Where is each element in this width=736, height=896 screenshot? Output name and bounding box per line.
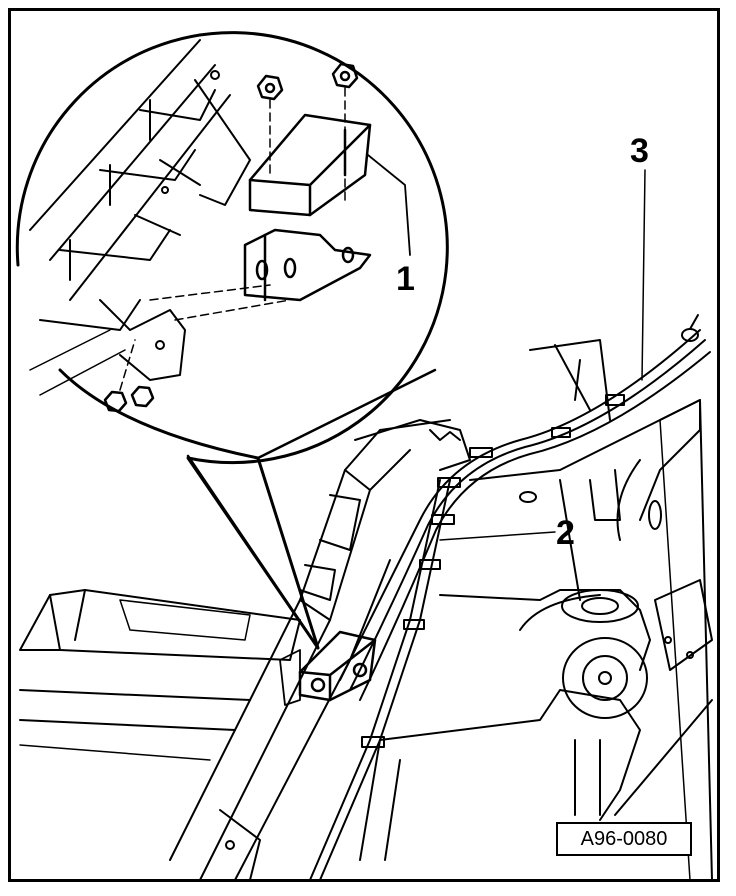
detail-magnifier <box>15 31 449 650</box>
control-unit-detail <box>103 62 411 413</box>
callout-1: 1 <box>396 260 415 298</box>
figure-reference-label: A96-0080 <box>556 822 692 856</box>
control-unit-main-view <box>279 630 377 706</box>
detail-body-rails <box>29 39 251 396</box>
pipe-bundle <box>309 169 711 881</box>
drawing-frame <box>8 8 720 882</box>
vehicle-floor <box>19 339 713 881</box>
callout-3: 3 <box>630 132 649 170</box>
callout-2: 2 <box>556 514 575 552</box>
